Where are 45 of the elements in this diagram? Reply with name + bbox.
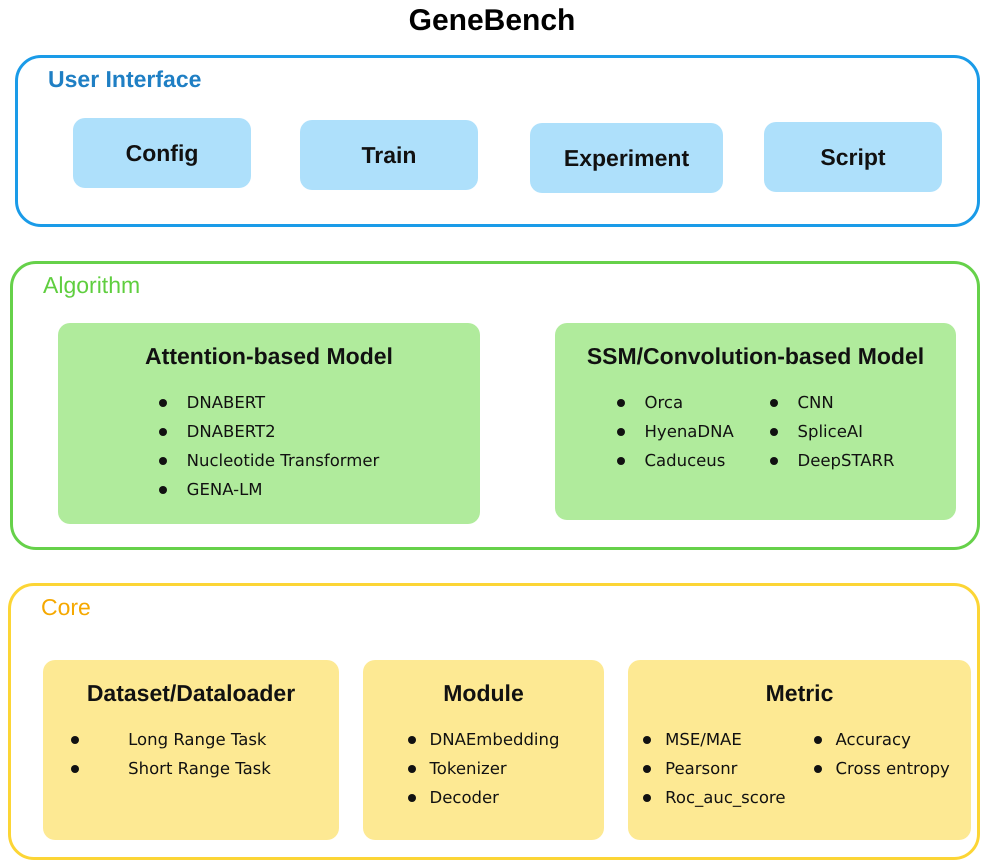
list-item: Long Range Task [128,730,266,749]
component-card [363,660,604,840]
list-item: Orca [644,393,684,412]
ui-box [73,118,251,188]
ui-box [300,120,478,190]
section-heading: User Interface [48,66,202,93]
section-panel [15,55,980,227]
list-item: Tokenizer [430,759,507,778]
list-item: SpliceAI [798,422,863,441]
component-card [58,323,480,524]
list-item: Cross entropy [836,759,950,778]
list-item: HyenaDNA [644,422,734,441]
component-card [555,323,956,520]
ui-box [530,123,723,193]
list-item: DNABERT2 [186,422,276,441]
list-item: MSE/MAE [665,730,742,749]
list-item: GENA-LM [186,480,263,499]
card-heading: Attention-based Model [145,343,393,370]
card-heading: Train [362,142,416,168]
list-item: CNN [798,393,834,412]
list-item: Decoder [430,788,499,807]
list-item: Nucleotide Transformer [186,451,380,470]
list-item: DNABERT [186,393,266,412]
card-heading: Module [443,680,524,707]
list-item: Roc_auc_score [665,788,786,807]
ui-box [764,122,942,192]
list-item: Caduceus [644,451,726,470]
card-heading: Config [126,140,198,166]
card-heading: Dataset/Dataloader [86,680,296,707]
list-item: Pearsonr [665,759,738,778]
component-card [628,660,971,840]
card-heading: SSM/Convolution-based Model [586,343,924,370]
card-heading: Experiment [564,144,690,172]
section-heading: Algorithm [43,272,140,299]
diagram-title: GeneBench [408,4,576,38]
card-heading: Script [820,144,886,170]
list-item: DeepSTARR [798,451,894,470]
component-card [43,660,339,840]
section-panel [8,583,980,860]
list-item: Accuracy [836,730,911,749]
section-panel [10,261,980,550]
list-item: Short Range Task [128,759,271,778]
card-heading: Metric [766,680,834,707]
list-item: DNAEmbedding [430,730,560,749]
section-heading: Core [41,594,91,621]
